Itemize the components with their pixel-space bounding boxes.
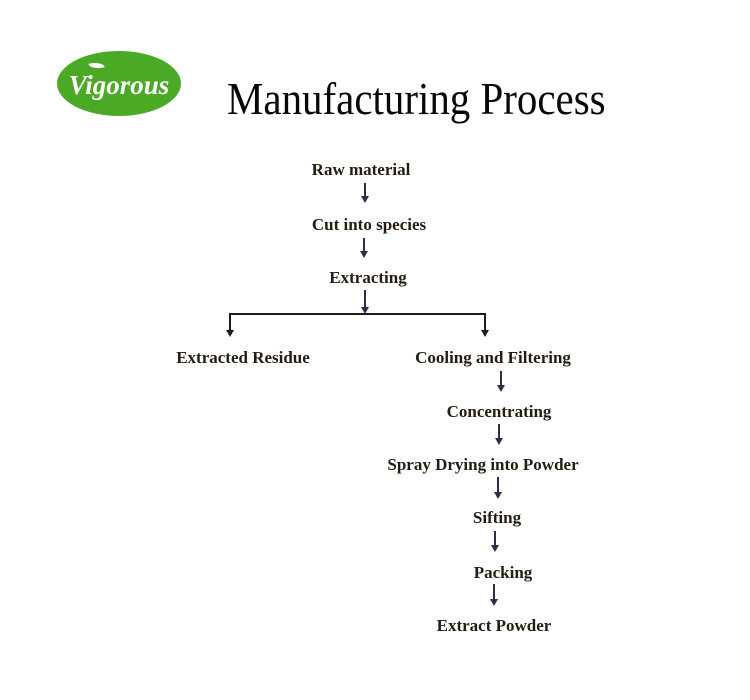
- arrow-down-icon: [491, 531, 499, 552]
- flow-step-spray-drying: Spray Drying into Powder: [387, 455, 579, 474]
- arrow-down-icon: [490, 584, 498, 606]
- flow-step-packing: Packing: [473, 563, 533, 582]
- arrow-down-icon: [495, 424, 503, 445]
- flow-step-extracted-residue: Extracted Residue: [176, 348, 310, 367]
- arrow-down-icon: [361, 290, 369, 314]
- branch-line: [229, 313, 486, 315]
- arrow-down-icon: [497, 371, 505, 392]
- logo-text: Vigorous: [68, 70, 170, 100]
- flow-step-cooling-and-filtering: Cooling and Filtering: [415, 348, 571, 367]
- flow-step-sifting: Sifting: [472, 508, 522, 527]
- arrow-down-icon: [361, 183, 369, 203]
- flow-step-raw-material: Raw material: [311, 160, 411, 179]
- flow-step-extract-powder: Extract Powder: [436, 616, 552, 635]
- arrow-down-icon: [481, 314, 489, 337]
- page-title: Manufacturing Process: [227, 73, 606, 124]
- flow-step-extracting: Extracting: [329, 268, 407, 287]
- arrow-down-icon: [360, 238, 368, 258]
- flow-step-concentrating: Concentrating: [446, 402, 552, 421]
- vigorous-logo: Vigorous: [57, 51, 181, 116]
- flow-step-cut-into-species: Cut into species: [311, 215, 427, 234]
- arrow-down-icon: [494, 477, 502, 499]
- arrow-down-icon: [226, 314, 234, 337]
